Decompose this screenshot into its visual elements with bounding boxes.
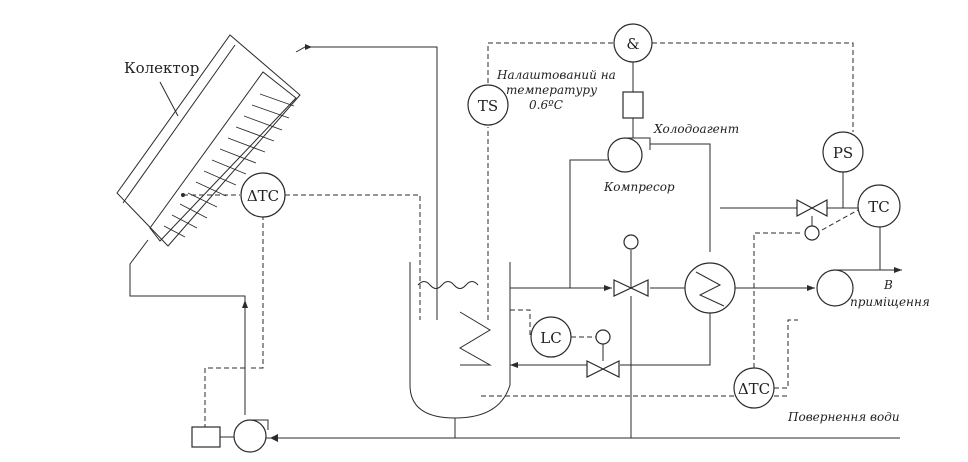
water-return-label: Повернення води — [787, 410, 900, 424]
refrigerant-label: Холодоагент — [653, 122, 739, 136]
to-rooms-line-1: В — [883, 278, 893, 292]
condenser[interactable] — [684, 262, 736, 314]
lc-label: LC — [540, 329, 561, 347]
delta-tc-left-label: ΔTC — [247, 187, 279, 205]
setpoint-line-2: температуру — [506, 83, 597, 97]
tc-label: TC — [868, 198, 889, 216]
room-pump[interactable] — [816, 227, 881, 307]
tank-coil — [459, 311, 492, 366]
storage-tank — [409, 262, 511, 419]
ts-label: TS — [478, 97, 498, 115]
ts-sensor[interactable]: TS — [467, 84, 509, 126]
level-valve[interactable] — [586, 329, 620, 378]
lc-controller[interactable]: LC — [530, 316, 572, 358]
compressor-label: Компресор — [603, 180, 675, 194]
collector-pointer — [159, 81, 179, 117]
setpoint-line-3: 0.6ºC — [529, 98, 563, 112]
circulation-pump[interactable] — [191, 419, 269, 453]
collector-return-line — [129, 239, 246, 415]
solar-collector — [116, 34, 301, 247]
setpoint-line-1: Налаштований на — [496, 68, 616, 82]
tc-controller[interactable]: TC — [857, 184, 901, 228]
delta-tc-bottom-label: ΔTC — [738, 380, 770, 398]
delta-tc-bottom[interactable]: ΔTC — [733, 367, 775, 409]
ps-label: PS — [833, 144, 853, 162]
ps-switch[interactable]: PS — [822, 131, 864, 173]
and-gate[interactable]: & — [613, 23, 653, 63]
compressor[interactable] — [607, 137, 651, 173]
tank-water-surface — [417, 281, 479, 289]
and-gate-label: & — [626, 35, 639, 53]
collector-label: Колектор — [124, 59, 199, 77]
to-rooms-line-2: приміщення — [850, 295, 930, 309]
delta-tc-left[interactable]: ΔTC — [240, 172, 286, 218]
hot-water-line — [295, 46, 438, 320]
bypass-valve[interactable] — [796, 199, 828, 241]
expansion-valve[interactable] — [613, 234, 649, 297]
